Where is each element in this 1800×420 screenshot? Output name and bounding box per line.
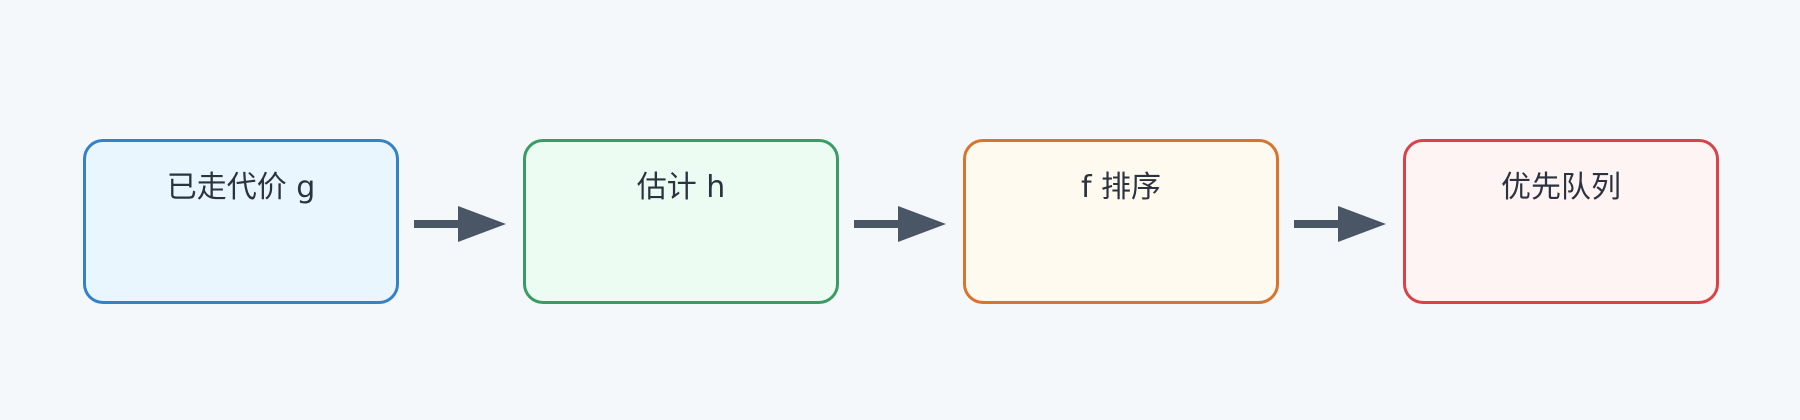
node-priority-queue: 优先队列 <box>1403 139 1719 304</box>
node-heuristic-h: 估计 h <box>523 139 839 304</box>
arrow-right-icon <box>854 206 946 242</box>
node-path-cost-g: 已走代价 g <box>83 139 399 304</box>
arrow-right-icon <box>1294 206 1386 242</box>
arrow-right-icon <box>414 206 506 242</box>
node-label: f 排序 <box>1080 170 1162 205</box>
node-label: 优先队列 <box>1501 170 1621 205</box>
node-f-sort: f 排序 <box>963 139 1279 304</box>
node-label: 估计 h <box>636 170 726 205</box>
node-label: 已走代价 g <box>166 170 316 205</box>
